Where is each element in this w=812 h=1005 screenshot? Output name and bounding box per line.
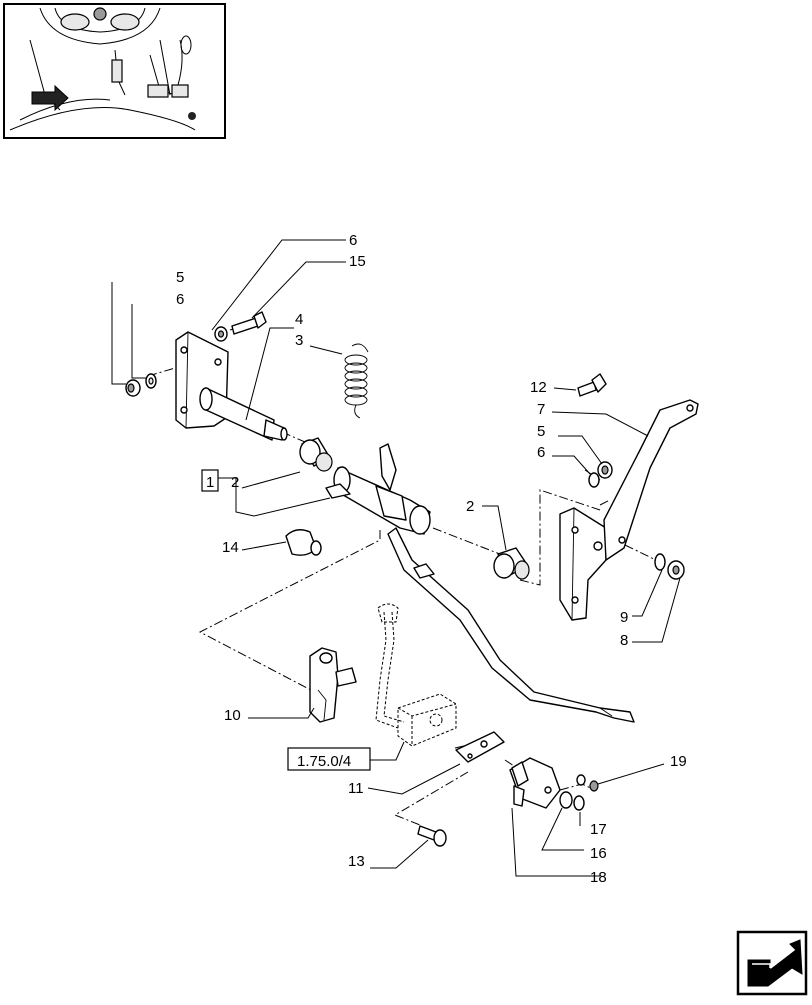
switch-body bbox=[397, 693, 457, 747]
callout-11: 11 bbox=[348, 780, 364, 797]
bracket-7 bbox=[559, 399, 699, 621]
callout-15: 15 bbox=[349, 253, 366, 270]
bolt-13 bbox=[417, 825, 447, 847]
callout-14: 14 bbox=[222, 539, 239, 556]
spring-3 bbox=[344, 343, 369, 419]
callout-9: 9 bbox=[620, 609, 628, 626]
callout-12: 12 bbox=[530, 379, 547, 396]
item-1-box bbox=[201, 469, 219, 492]
callout-7: 7 bbox=[537, 401, 545, 418]
callout-8: 8 bbox=[620, 632, 628, 649]
callout-10: 10 bbox=[224, 707, 241, 724]
reference-box bbox=[287, 747, 371, 771]
callout-6-top: 6 bbox=[349, 232, 357, 249]
pedal-bracket-4 bbox=[175, 331, 288, 441]
callout-5-right: 5 bbox=[537, 423, 545, 440]
callout-2-left: 2 bbox=[231, 474, 239, 491]
callout-5-left: 5 bbox=[176, 269, 184, 286]
callout-13: 13 bbox=[348, 853, 365, 870]
callout-6-left: 6 bbox=[176, 291, 184, 308]
location-thumbnail bbox=[3, 3, 226, 139]
callout-19: 19 bbox=[670, 753, 687, 770]
callout-3: 3 bbox=[295, 332, 303, 349]
washer-16 bbox=[559, 791, 573, 809]
bush-2-left bbox=[299, 437, 333, 472]
callout-16: 16 bbox=[590, 845, 607, 862]
pedal-lever bbox=[325, 443, 635, 723]
nut-19 bbox=[576, 774, 599, 792]
next-page-arrow-icon[interactable] bbox=[736, 930, 808, 996]
callout-2-right: 2 bbox=[466, 498, 474, 515]
leader-lines bbox=[111, 239, 681, 877]
nut-8 bbox=[667, 560, 685, 580]
callout-17: 17 bbox=[590, 821, 607, 838]
cable bbox=[375, 603, 405, 729]
nut-5-left bbox=[125, 379, 141, 397]
sensor-18 bbox=[509, 757, 561, 809]
washer-17 bbox=[573, 795, 585, 811]
plate-11 bbox=[455, 731, 505, 763]
callout-6-right: 6 bbox=[537, 444, 545, 461]
callout-18: 18 bbox=[590, 869, 607, 886]
bolt-15 bbox=[231, 311, 267, 335]
washer-6-right bbox=[588, 472, 600, 488]
callout-1: 1 bbox=[206, 474, 214, 491]
washer-6-left bbox=[145, 373, 157, 389]
plug-14 bbox=[285, 529, 322, 556]
switch-bracket-10 bbox=[309, 647, 357, 723]
bush-2-right bbox=[493, 547, 530, 580]
callout-labels: 6 15 5 6 4 3 1 2 2 14 12 7 5 6 9 8 10 1.… bbox=[176, 232, 687, 886]
callout-4: 4 bbox=[295, 311, 303, 328]
nut-5-right bbox=[597, 461, 613, 479]
bolt-12 bbox=[577, 373, 607, 397]
reference-label: 1.75.0/4 bbox=[297, 753, 351, 770]
washer-9 bbox=[654, 553, 666, 571]
washer-6-top bbox=[214, 326, 228, 342]
